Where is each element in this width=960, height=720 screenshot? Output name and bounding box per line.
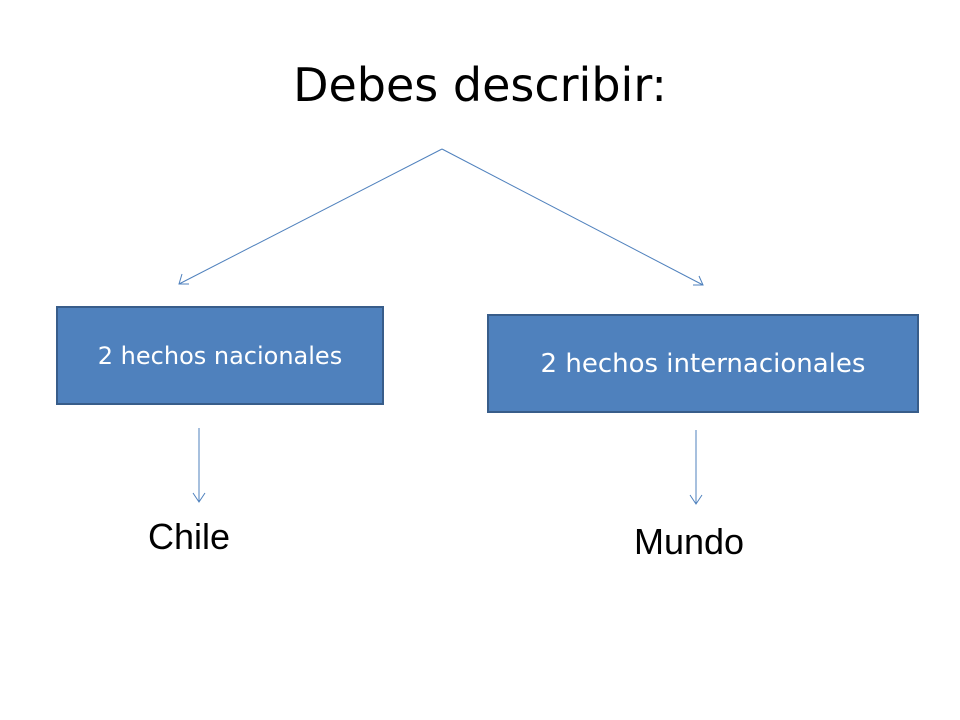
arrow-to-internacionales xyxy=(441,148,704,286)
region-mundo: Mundo xyxy=(634,521,745,562)
arrow-head-internacionales xyxy=(693,275,704,286)
arrow-head-chile xyxy=(192,492,206,503)
box-hechos-nacionales-label: 2 hechos nacionales xyxy=(97,341,343,370)
arrow-head-nacionales xyxy=(178,273,189,285)
box-hechos-internacionales: 2 hechos internacionales xyxy=(487,314,919,413)
box-hechos-nacionales: 2 hechos nacionales xyxy=(56,306,384,405)
arrow-to-nacionales xyxy=(178,148,443,285)
box-hechos-internacionales-label: 2 hechos internacionales xyxy=(540,348,866,379)
arrow-head-mundo xyxy=(689,494,703,505)
page-title: Debes describir: xyxy=(293,58,667,112)
region-chile: Chile xyxy=(148,516,231,557)
